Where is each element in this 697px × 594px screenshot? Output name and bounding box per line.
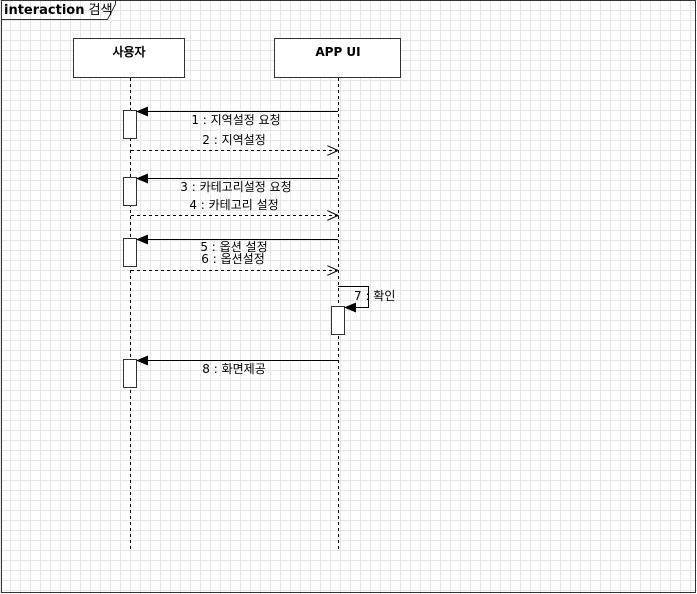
message-label: 6 : 옵션설정 [201,252,264,266]
message-label: 2 : 지역설정 [202,133,265,147]
frame-keyword: interaction [4,3,85,18]
message-label: 5 : 옵션 설정 [200,240,267,254]
message-label: 8 : 화면제공 [202,362,265,376]
activation-bar[interactable] [331,306,345,335]
lifeline-app[interactable]: APP UI [274,38,401,551]
frame-name: 검색 [89,3,113,18]
message-6[interactable]: 6 : 옵션설정 [131,252,338,271]
message-arrow[interactable] [338,286,369,313]
activation-bar[interactable] [123,177,137,206]
message-2[interactable]: 2 : 지역설정 [131,133,338,151]
message-label: 3 : 카테고리설정 요청 [180,180,291,194]
message-5[interactable]: 5 : 옵션 설정 [136,234,338,255]
activation-bar[interactable] [123,359,137,388]
message-label: 1 : 지역설정 요청 [191,113,280,127]
frame-title-tab [1,0,116,20]
activation-bars [123,110,345,388]
lifeline-app-head[interactable] [274,38,401,78]
activation-bar[interactable] [123,110,137,139]
message-label: 4 : 카테고리 설정 [189,198,278,212]
message-8[interactable]: 8 : 화면제공 [136,355,338,377]
message-7-self[interactable]: 7 : 확인 [338,286,395,313]
lifeline-user-label: 사용자 [112,44,145,59]
lifeline-app-label: APP UI [315,45,360,59]
message-4[interactable]: 4 : 카테고리 설정 [131,198,338,216]
lifeline-user-head[interactable] [73,38,185,78]
message-3[interactable]: 3 : 카테고리설정 요청 [136,173,338,195]
frame-title: interaction 검색 [4,3,113,18]
message-label: 7 : 확인 [354,289,395,303]
activation-bar[interactable] [123,238,137,267]
message-1[interactable]: 1 : 지역설정 요청 [136,106,338,128]
lifeline-user[interactable]: 사용자 [73,38,185,551]
